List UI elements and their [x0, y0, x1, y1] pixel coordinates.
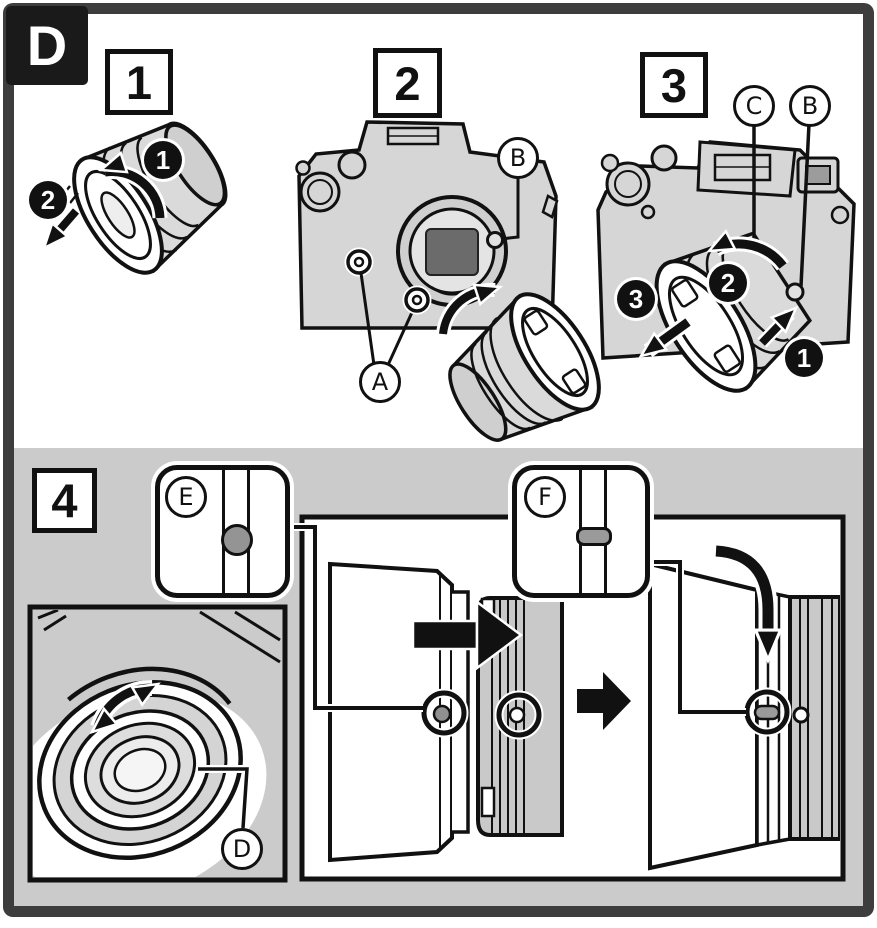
lens-attaching-illustration	[402, 276, 601, 442]
callout-b-step3: B	[789, 85, 831, 127]
step-3-box: 3	[640, 52, 708, 118]
lens-release-button	[785, 282, 805, 302]
callout-b-connector-line	[799, 123, 811, 287]
callout-a-step2: A	[359, 361, 401, 403]
lens-rear-cap-illustration	[35, 121, 228, 275]
body-fitting-mark	[344, 247, 374, 277]
step1-action-badge-1: 1	[144, 141, 182, 179]
camera-detach-illustration	[596, 123, 856, 393]
callout-f-step4: F	[524, 476, 566, 518]
rotate-lock-arrow-icon	[715, 541, 783, 662]
callout-b-connector-line	[500, 176, 520, 241]
step-1-box: 1	[105, 49, 173, 115]
lens-release-button	[486, 231, 504, 249]
callout-c-step3: C	[733, 85, 775, 127]
camera-front-illustration	[295, 120, 559, 366]
callout-a-connector-lines	[359, 272, 416, 366]
lens-mount	[396, 195, 508, 307]
page-label: D	[6, 6, 88, 85]
step1-action-badge-2: 2	[29, 181, 67, 219]
step3-action-badge-3: 3	[617, 280, 655, 318]
step-2-box: 2	[373, 48, 442, 118]
locked-mark-callout	[742, 687, 792, 737]
pull-off-arrow-icon	[633, 315, 693, 366]
callout-d-connector-line	[198, 765, 252, 829]
lens-fitting-mark	[402, 285, 432, 315]
step3-action-badge-1: 1	[785, 339, 823, 377]
next-step-arrow-icon	[577, 672, 631, 730]
step-4-box: 4	[32, 468, 97, 533]
attach-rotate-arrow-icon	[436, 276, 505, 336]
lens-hood-mark	[494, 690, 544, 740]
callout-box-e	[155, 465, 290, 598]
camera-body-hint-lines	[37, 610, 281, 664]
hood-fitting-mark	[419, 688, 469, 738]
callout-f-connector-line	[648, 558, 746, 716]
hood-slide-illustration	[328, 561, 564, 863]
strap-lug	[541, 194, 559, 219]
hood-rotate-double-arrow-icon	[84, 674, 165, 741]
press-button-arrow-icon	[757, 299, 805, 348]
lens-front-rings	[37, 680, 243, 860]
callout-e-step4: E	[165, 476, 207, 518]
rotate-arrow-icon	[703, 229, 789, 271]
mounted-lens	[654, 231, 813, 393]
step3-action-badge-2: 2	[709, 264, 747, 302]
slide-on-arrow-icon	[411, 599, 524, 671]
callout-e-connector-line	[289, 523, 423, 712]
callout-d-step4: D	[221, 828, 263, 870]
fitting-mark-dot-icon	[221, 524, 253, 556]
callout-b-step2: B	[497, 137, 539, 179]
barrel-dot-mark	[792, 706, 810, 724]
lock-mark-oval-icon	[576, 527, 612, 546]
remove-cap-arrow-icon	[35, 206, 82, 256]
rotate-counterclockwise-arrow-icon	[96, 151, 168, 219]
hood-rotate-inset	[27, 604, 288, 883]
viewfinder-hump	[696, 140, 797, 198]
